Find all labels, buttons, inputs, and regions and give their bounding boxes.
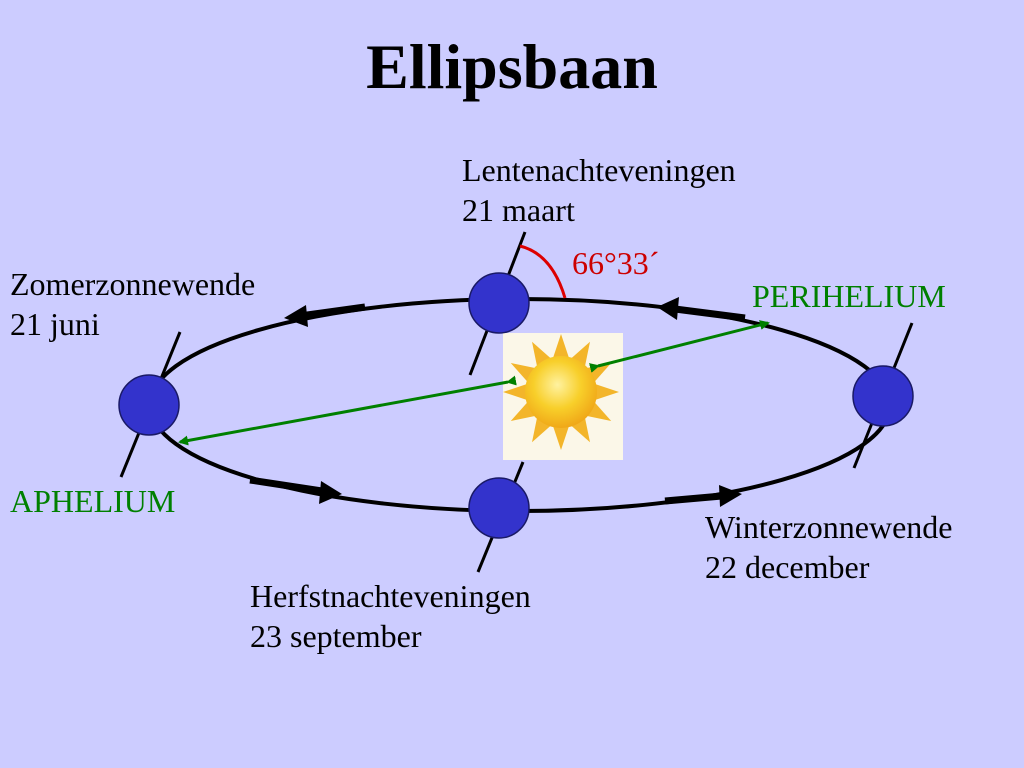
earth-icon-summer — [118, 374, 180, 436]
summer-date: 21 juni — [10, 306, 100, 342]
aphelium-distance-line — [178, 375, 517, 446]
autumn-date: 23 september — [250, 618, 422, 654]
spring-date: 21 maart — [462, 192, 575, 228]
winter-label: Winterzonnewende 22 december — [705, 507, 952, 587]
spring-name: Lentenachteveningen — [462, 152, 736, 188]
autumn-label: Herfstnachteveningen 23 september — [250, 576, 531, 656]
aphelium-label: APHELIUM — [10, 483, 176, 519]
earth-icon-spring — [468, 272, 530, 334]
winter-name: Winterzonnewende — [705, 509, 953, 545]
direction-arrow-top-right — [657, 297, 746, 322]
earth-icon-winter — [852, 365, 914, 427]
earth-icon-autumn — [468, 477, 530, 539]
direction-arrow-bottom-left — [249, 476, 342, 504]
winter-date: 22 december — [705, 549, 870, 585]
sun-icon — [503, 333, 623, 460]
perihelium-distance-line — [589, 320, 770, 373]
spring-label: Lentenachteveningen 21 maart — [462, 150, 736, 230]
perihelium-label: PERIHELIUM — [752, 278, 946, 314]
tilt-angle-arc — [519, 244, 567, 299]
tilt-angle-label: 66°33´ — [572, 245, 660, 281]
page-title: Ellipsbaan — [366, 31, 658, 102]
autumn-name: Herfstnachteveningen — [250, 578, 531, 614]
summer-label: Zomerzonnewende 21 juni — [10, 264, 255, 344]
direction-arrow-top-left — [284, 303, 366, 327]
direction-arrow-bottom-right — [664, 485, 742, 507]
summer-name: Zomerzonnewende — [10, 266, 256, 302]
